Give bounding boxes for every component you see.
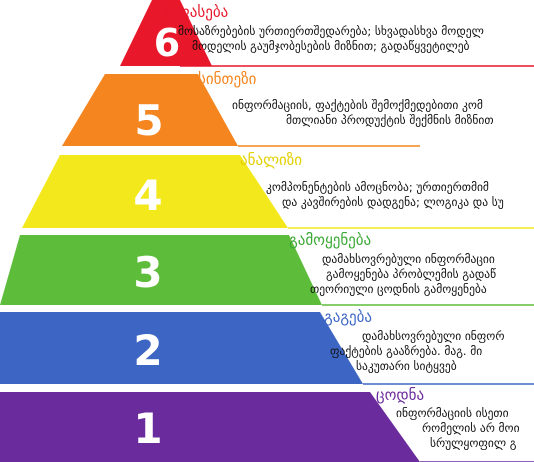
tier-3-shape	[0, 235, 322, 305]
tier-1-number: 1	[133, 404, 163, 453]
tier-2-shape	[0, 312, 363, 384]
tier-4-shape	[22, 155, 288, 228]
tier-6-desc-line-2: მოდელის გაუმჯობესების მიზნით; გადაწყვეტი…	[192, 39, 470, 53]
tier-6-desc-line-1: მოსაზრებების ურთიერთშედარება; სხვადასხვა…	[178, 24, 484, 38]
tier-6-number: 6	[153, 21, 181, 65]
tier-1-shape	[0, 392, 420, 462]
tier-3-number: 3	[133, 248, 163, 297]
tier-2-desc-line-3: საკუთარი სიტყვებ	[356, 359, 457, 373]
tier-5-desc-line-2: მთლიანი პროდუქტის შექმნის მიზნით	[286, 113, 494, 127]
tier-6-shape	[120, 0, 212, 66]
tier-1-desc-line-3: სრულყოფილ გ	[430, 436, 517, 450]
tier-2-desc-line-1: დამახსოვრებული ინფორ	[362, 329, 505, 343]
tier-2-number: 2	[133, 326, 163, 375]
tier-4-number: 4	[133, 171, 163, 220]
tier-5-shape	[62, 74, 238, 146]
tier-6-description: მოსაზრებების ურთიერთშედარება; სხვადასხვა…	[178, 24, 534, 54]
tier-4-description: კომპონენტების ამოცნობა; ურთიერთმიმ და კა…	[266, 180, 534, 210]
tier-4-title: ანალიზი	[240, 151, 303, 169]
tier-3-desc-line-2: გამოყენება პრობლემის გადაწ	[326, 267, 497, 281]
tier-1-desc-line-1: ინფორმაციის ისეთი	[396, 406, 509, 420]
tier-2-title: გაგება	[324, 308, 373, 326]
tier-3-desc-line-3: თეორიული ცოდნის გამოყენება	[310, 282, 487, 296]
tier-4-desc-line-2: და კავშირების დადგენა; ლოგიკა და სუ	[282, 195, 504, 209]
tier-2-desc-line-2: ფაქტების გააზრება. მაგ. მი	[330, 344, 483, 358]
tier-3-description: დამახსოვრებული ინფორმაციი გამოყენება პრო…	[310, 252, 534, 297]
tier-3-title: გამოყენება	[289, 231, 372, 249]
tier-4-desc-line-1: კომპონენტების ამოცნობა; ურთიერთმიმ	[266, 180, 489, 194]
tier-5-description: ინფორმაციის, ფაქტების შემოქმედებითი კომ …	[232, 98, 534, 128]
tier-6-title: შეფასება	[162, 3, 229, 21]
tier-5-title: სინთეზი	[198, 70, 257, 88]
tier-1-title: ცოდნა	[376, 386, 425, 404]
tier-5-desc-line-1: ინფორმაციის, ფაქტების შემოქმედებითი კომ	[232, 98, 483, 112]
tier-1-description: ინფორმაციის ისეთი რომელის არ მოი სრულყოფ…	[396, 406, 534, 451]
tier-5-number: 5	[134, 96, 164, 145]
tier-3-desc-line-1: დამახსოვრებული ინფორმაციი	[322, 252, 495, 266]
tier-2-description: დამახსოვრებული ინფორ ფაქტების გააზრება. …	[330, 329, 534, 374]
tier-1-desc-line-2: რომელის არ მოი	[422, 421, 520, 435]
